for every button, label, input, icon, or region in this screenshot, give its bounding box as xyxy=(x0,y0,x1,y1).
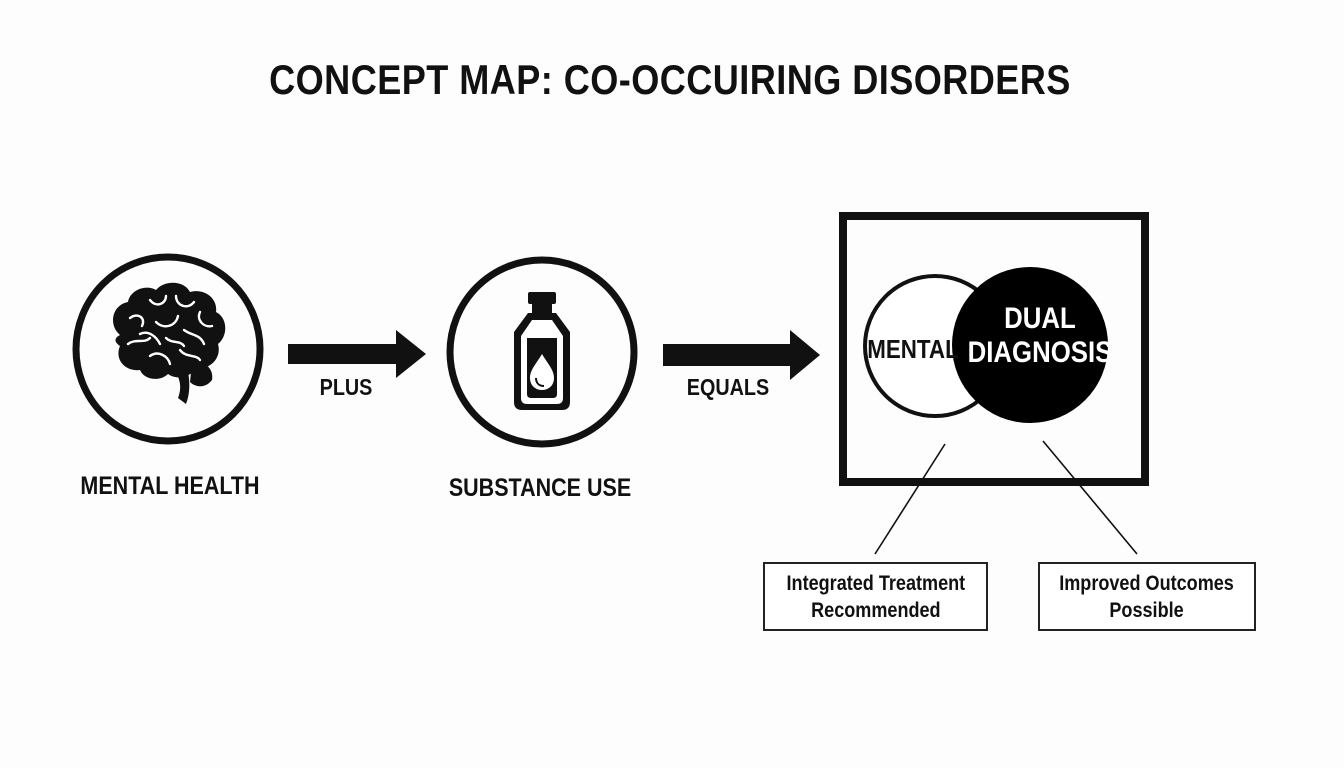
dual-diagnosis-frame xyxy=(839,212,1149,486)
equals-arrow xyxy=(663,330,820,380)
venn-mental-label: MENTAL xyxy=(867,334,959,364)
leader-line-improved xyxy=(1042,440,1138,555)
bottle-drop-icon xyxy=(514,292,570,410)
mental-health-circle xyxy=(72,253,264,445)
venn-dual-diagnosis-circle xyxy=(952,267,1108,423)
substance-use-label: SUBSTANCE USE xyxy=(448,474,632,502)
venn-dual-line1: DUAL xyxy=(1004,302,1076,335)
brain-icon xyxy=(113,282,226,404)
page-title: CONCEPT MAP: CO-OCCUIRING DISORDERS xyxy=(269,56,1071,103)
improved-line1: Improved Outcomes xyxy=(1059,571,1235,595)
improved-outcomes-box: Improved Outcomes Possible xyxy=(1038,562,1256,631)
venn-dual-line2: DIAGNOSIS xyxy=(967,336,1113,369)
venn-dual-diagnosis-label: DUAL DIAGNOSIS xyxy=(963,302,1118,370)
improved-line2: Possible xyxy=(1109,598,1185,622)
plus-label: PLUS xyxy=(319,374,373,400)
integrated-line1: Integrated Treatment xyxy=(786,571,965,595)
integrated-treatment-box: Integrated Treatment Recommended xyxy=(763,562,988,631)
integrated-line2: Recommended xyxy=(810,598,941,622)
substance-use-circle xyxy=(446,256,638,448)
leader-line-integrated xyxy=(874,443,946,555)
plus-arrow xyxy=(288,330,426,378)
equals-label: EQUALS xyxy=(686,374,770,400)
mental-health-label: MENTAL HEALTH xyxy=(80,472,260,500)
